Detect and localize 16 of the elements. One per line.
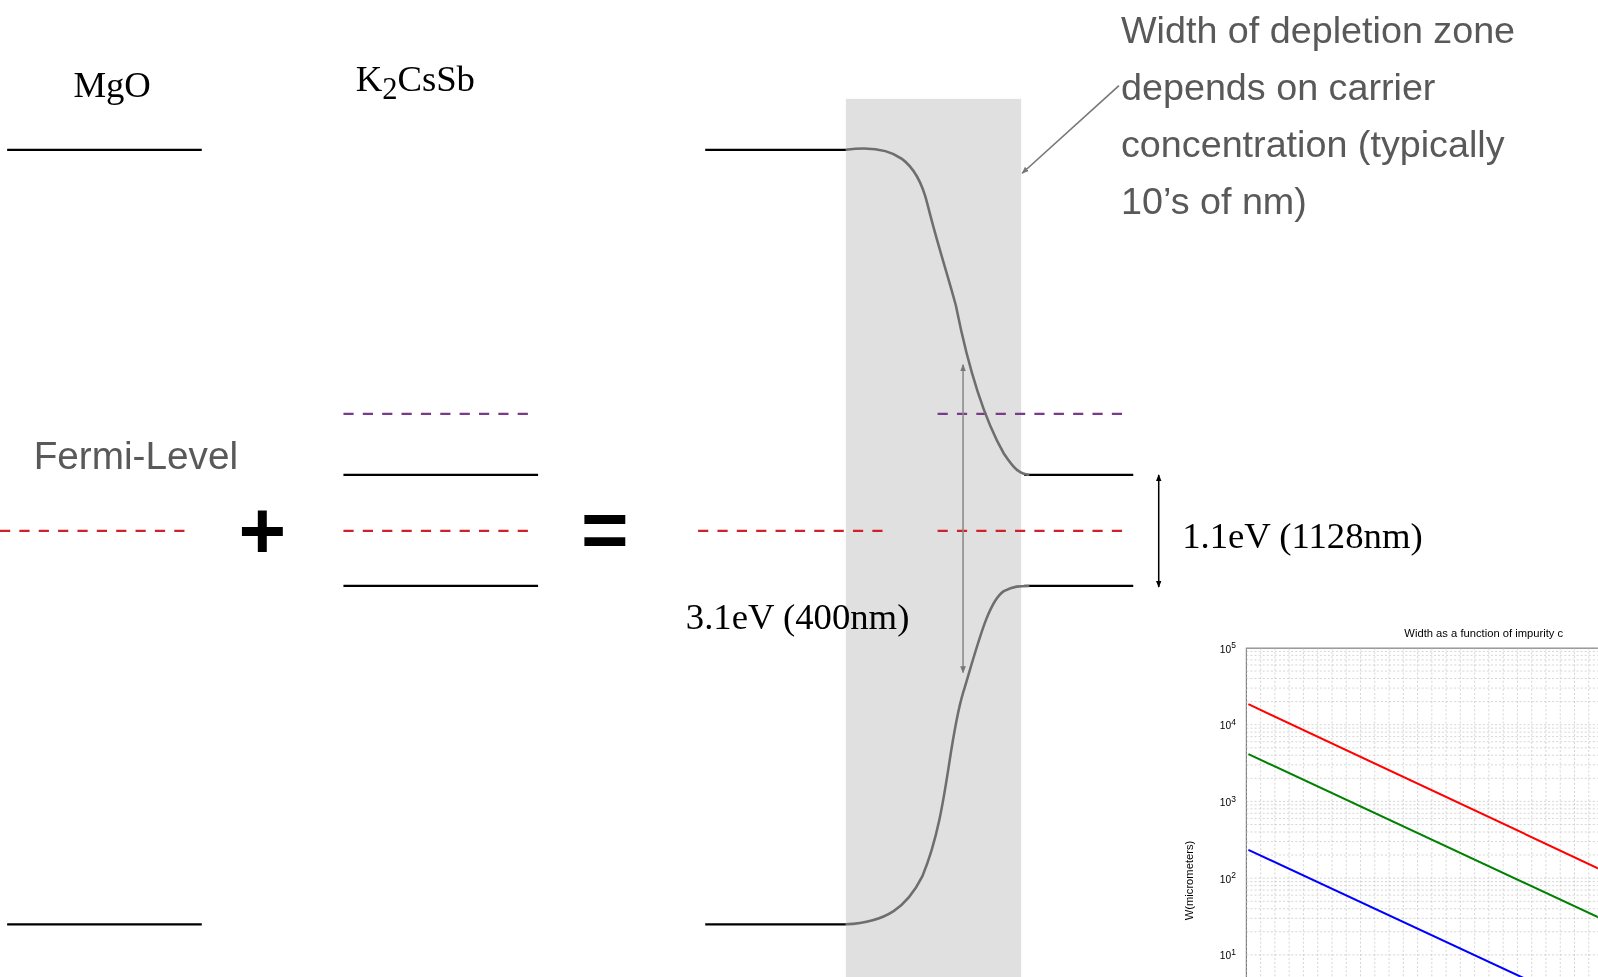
material-label: K$_{2}$CsSb: [355, 57, 475, 107]
annotation-text: Width of depletion zone depends on carrier concentration (typically 10’s of nm): [1121, 2, 1580, 231]
energy-label: 3.1eV (400nm): [685, 595, 910, 638]
tick-label: 10$^{5}$: [1219, 640, 1236, 655]
plus-sign: +: [238, 485, 287, 577]
tick-label: 10$^{3}$: [1219, 793, 1236, 809]
material-label: MgO: [73, 63, 151, 106]
energy-label: 1.1eV (1128nm): [1182, 514, 1423, 558]
axis-title: W(micrometers): [1183, 840, 1196, 921]
tick-label: 10$^{1}$: [1219, 946, 1236, 962]
leader-line: [1021, 84, 1120, 175]
fermi-level-label: Fermi-Level: [33, 434, 239, 478]
chart-title: Width as a function of impurity c: [1404, 626, 1564, 639]
equals-sign: =: [580, 485, 629, 577]
tick-label: 10$^{4}$: [1219, 716, 1236, 732]
tick-label: 10$^{2}$: [1219, 870, 1236, 885]
